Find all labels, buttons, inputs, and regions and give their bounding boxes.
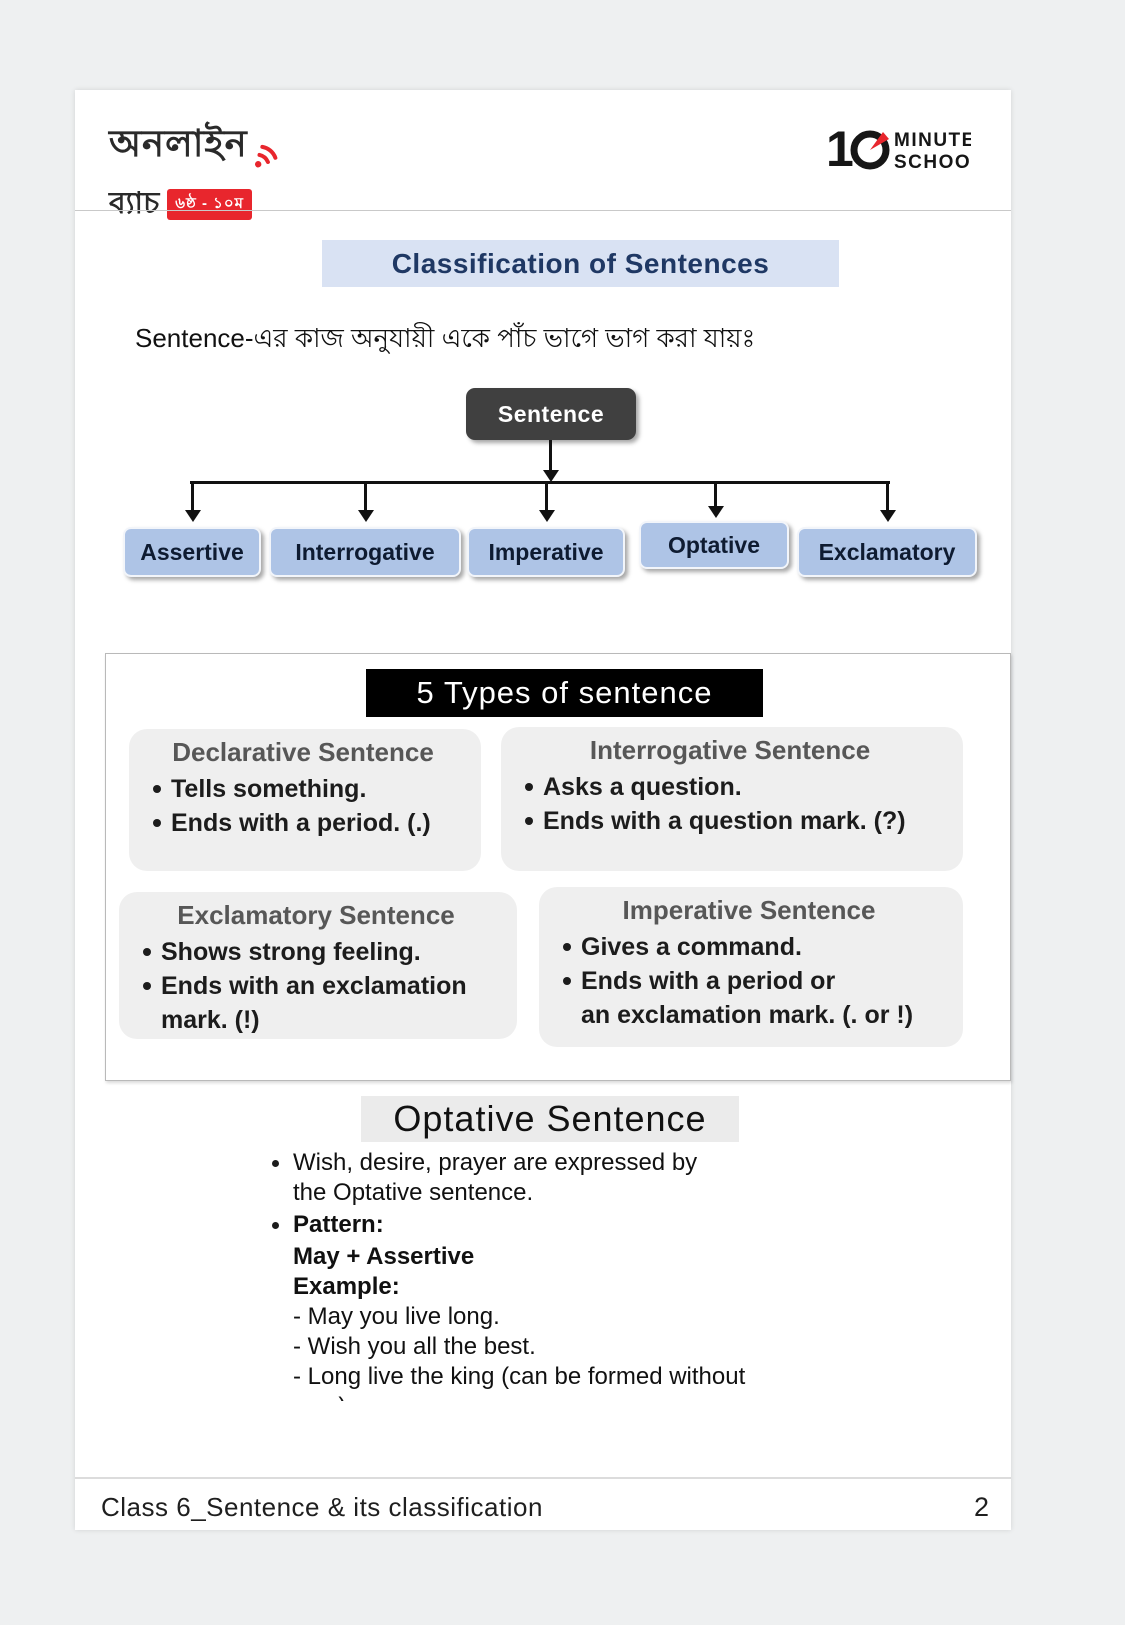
- bullet-dot: [525, 783, 533, 791]
- example-line: - Long live the king (can be formed with…: [293, 1363, 746, 1390]
- bullet-dot: [272, 1160, 279, 1167]
- example-label: Example:: [293, 1273, 400, 1300]
- logo-batch-text: ব্যাচ: [109, 187, 160, 220]
- pattern-label: Pattern:: [293, 1211, 384, 1238]
- bullet-dot: [525, 817, 533, 825]
- page-title: Classification of Sentences: [391, 247, 770, 279]
- connector-root-stem: [549, 440, 552, 472]
- pattern-text: May + Assertive: [293, 1243, 475, 1270]
- page-number: 2: [973, 1492, 989, 1522]
- connector-stem-4: [714, 484, 717, 506]
- wifi-signal-icon: [254, 144, 278, 168]
- bullet-dot: [563, 977, 571, 985]
- arrowhead-5: [880, 510, 896, 522]
- bullet-dot: [153, 819, 161, 827]
- arrowhead-root: [543, 470, 559, 482]
- card-interrogative: Interrogative Sentence Asks a question. …: [501, 727, 963, 871]
- card-title: Declarative Sentence: [172, 737, 434, 767]
- types-panel: 5 Types of sentence Declarative Sentence…: [105, 653, 1011, 1081]
- arrowhead-1: [185, 510, 201, 522]
- clock-10-icon: 1 MINUTE SCHOOL: [826, 121, 983, 177]
- optative-intro: Wish, desire, prayer are expressed by th…: [293, 1149, 698, 1206]
- branch-imperative: Imperative: [467, 527, 625, 577]
- branch-assertive: Assertive: [123, 527, 261, 577]
- logo-word-school: SCHOOL: [894, 152, 971, 173]
- svg-text:1: 1: [826, 121, 854, 177]
- example-line: - Wish you all the best.: [293, 1333, 536, 1360]
- optative-heading: Optative Sentence: [393, 1098, 707, 1139]
- arrowhead-2: [358, 510, 374, 522]
- bullet-dot: [272, 1222, 279, 1229]
- optative-body: Wish, desire, prayer are expressed by th…: [272, 1148, 752, 1401]
- header-divider: [75, 210, 1011, 211]
- ten-minute-school-logo: 1 MINUTE SCHOOL: [826, 120, 983, 183]
- intro-text: Sentence-এর কাজ অনুযায়ী একে পাঁচ ভাগে ভ…: [135, 323, 756, 353]
- branch-interrogative: Interrogative: [269, 527, 461, 577]
- connector-horizontal-line: [190, 481, 890, 484]
- card-exclamatory: Exclamatory Sentence Shows strong feelin…: [119, 892, 517, 1039]
- connector-stem-5: [886, 484, 889, 510]
- types-banner: 5 Types of sentence: [366, 669, 763, 717]
- bullet-dot: [143, 948, 151, 956]
- card-declarative: Declarative Sentence Tells something. En…: [129, 729, 481, 871]
- card-imperative: Imperative Sentence Gives a command. End…: [539, 887, 963, 1047]
- arrowhead-3: [539, 510, 555, 522]
- document-page: অনলাইন ব্যাচ ৬ষ্ঠ - ১০ম 1 MINUTE SCHOOL …: [75, 90, 1011, 1530]
- bullet-dot: [153, 785, 161, 793]
- logo-word-minute: MINUTE: [894, 130, 971, 151]
- flowchart-root-node: Sentence: [466, 388, 636, 440]
- footer-title: Class 6_Sentence & its classification: [101, 1492, 543, 1522]
- example-line: - May you live long.: [293, 1303, 500, 1330]
- clipped-example-line: may).: [293, 1392, 752, 1401]
- bullet-dot: [143, 982, 151, 990]
- arrowhead-4: [708, 506, 724, 518]
- optative-heading-strip: Optative Sentence: [361, 1096, 739, 1142]
- connector-stem-2: [364, 484, 367, 510]
- card-title: Exclamatory Sentence: [177, 900, 455, 930]
- connector-stem-3: [545, 484, 548, 510]
- online-batch-logo: অনলাইন ব্যাচ ৬ষ্ঠ - ১০ম: [109, 114, 329, 230]
- title-banner: Classification of Sentences: [322, 240, 839, 287]
- branch-optative: Optative: [639, 521, 789, 569]
- connector-stem-1: [191, 484, 194, 510]
- card-title: Imperative Sentence: [622, 895, 876, 925]
- branch-exclamatory: Exclamatory: [797, 527, 977, 577]
- footer-divider: [75, 1477, 1011, 1479]
- bullet-dot: [563, 943, 571, 951]
- logo-text-bn: অনলাইন: [109, 123, 248, 164]
- card-title: Interrogative Sentence: [589, 735, 871, 765]
- grade-range-badge: ৬ষ্ঠ - ১০ম: [167, 189, 252, 220]
- footer: Class 6_Sentence & its classification 2: [101, 1492, 989, 1523]
